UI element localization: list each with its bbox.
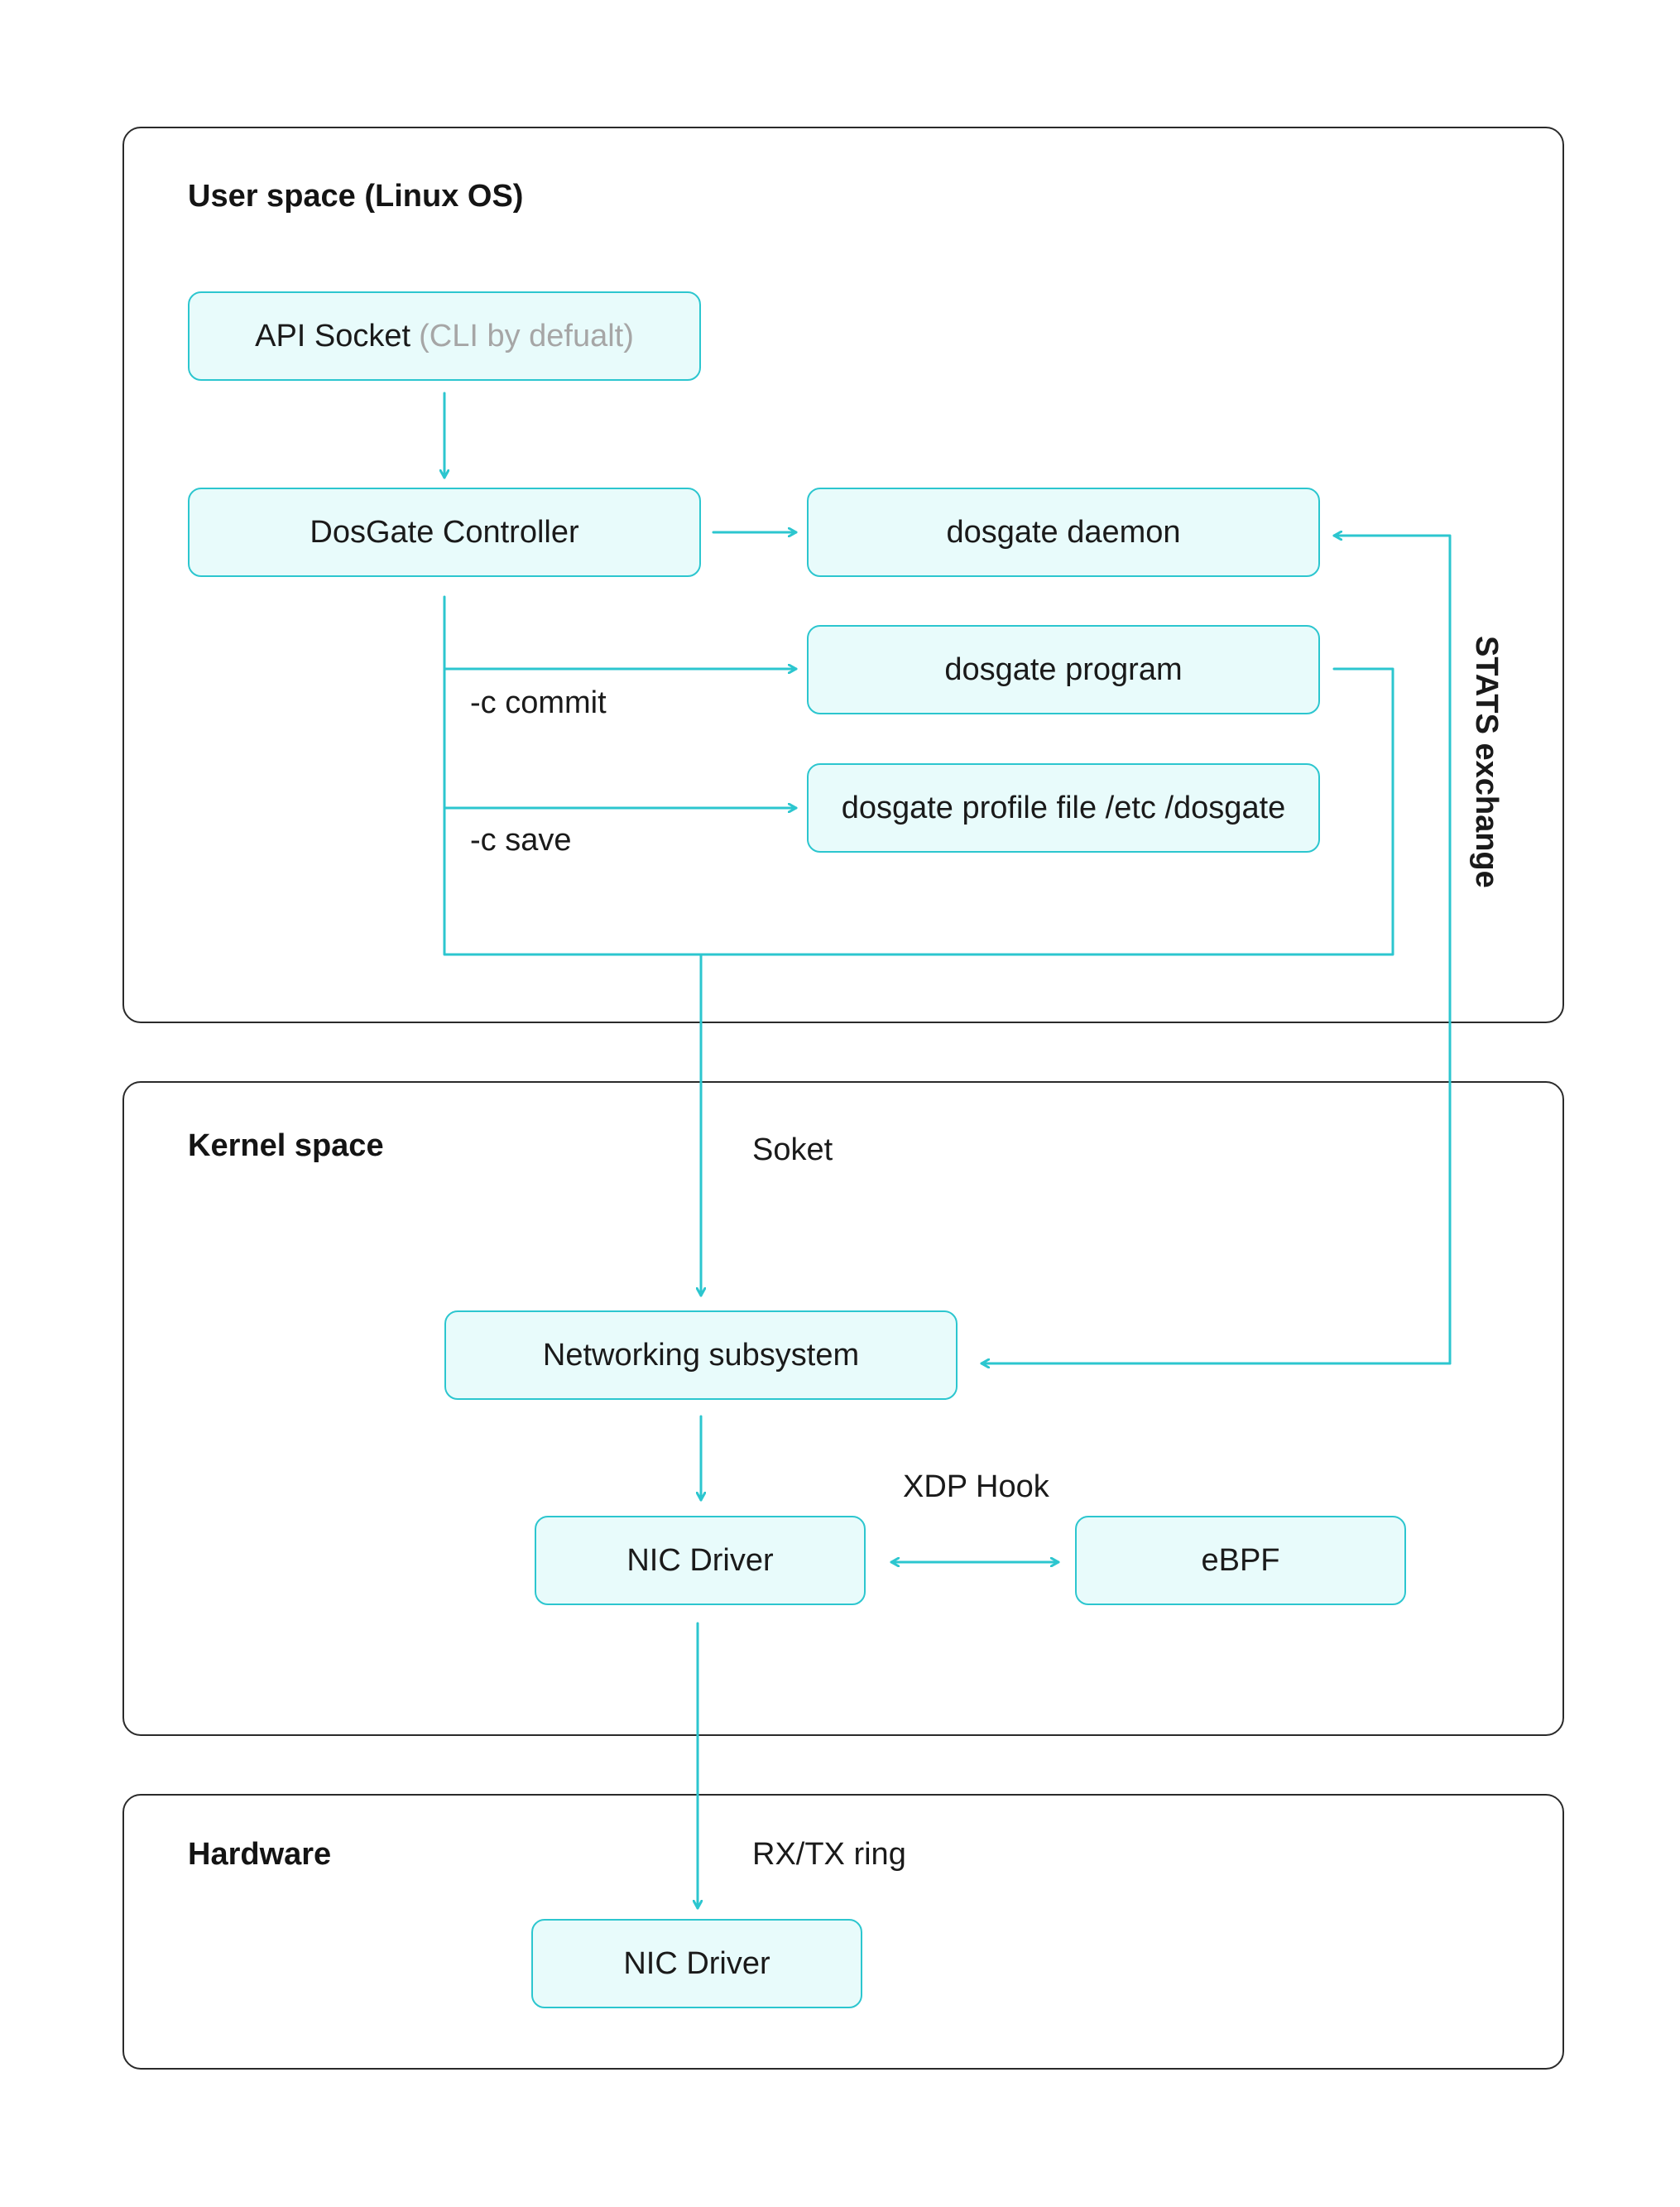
nic-driver-hardware-label: NIC Driver [623, 1945, 770, 1981]
api-socket-label: API Socket [255, 318, 411, 353]
dosgate-daemon-label: dosgate daemon [946, 514, 1181, 550]
dosgate-program-node[interactable]: dosgate program [807, 625, 1320, 714]
kernel-space-title: Kernel space [188, 1128, 384, 1163]
networking-subsystem-node[interactable]: Networking subsystem [444, 1310, 958, 1400]
dosgate-profile-label: dosgate profile file /etc /dosgate [841, 790, 1286, 825]
kernel-space-section [122, 1081, 1564, 1736]
nic-driver-kernel-node[interactable]: NIC Driver [535, 1516, 866, 1605]
nic-driver-hardware-node[interactable]: NIC Driver [531, 1919, 862, 2008]
xdp-hook-label: XDP Hook [903, 1469, 1049, 1504]
nic-driver-kernel-label: NIC Driver [626, 1542, 774, 1578]
ebpf-label: eBPF [1201, 1542, 1280, 1578]
edge-controller-trunk [443, 595, 1394, 956]
stats-exchange-label: STATS exchange [1469, 636, 1504, 888]
api-socket-node[interactable]: API Socket (CLI by defualt) [188, 291, 701, 381]
dosgate-controller-node[interactable]: DosGate Controller [188, 488, 701, 577]
save-label: -c save [470, 823, 572, 858]
edge-stats-to-daemon [1332, 536, 1452, 1365]
soket-label: Soket [752, 1132, 833, 1167]
rxtx-ring-label: RX/TX ring [752, 1837, 906, 1872]
dosgate-program-label: dosgate program [944, 652, 1183, 687]
hardware-title: Hardware [188, 1837, 332, 1872]
dosgate-controller-label: DosGate Controller [310, 514, 579, 550]
dosgate-profile-node[interactable]: dosgate profile file /etc /dosgate [807, 763, 1320, 853]
api-socket-note: (CLI by defualt) [419, 318, 634, 353]
user-space-title: User space (Linux OS) [188, 179, 524, 214]
commit-label: -c commit [470, 685, 607, 720]
dosgate-daemon-node[interactable]: dosgate daemon [807, 488, 1320, 577]
ebpf-node[interactable]: eBPF [1075, 1516, 1406, 1605]
networking-subsystem-label: Networking subsystem [542, 1337, 860, 1373]
